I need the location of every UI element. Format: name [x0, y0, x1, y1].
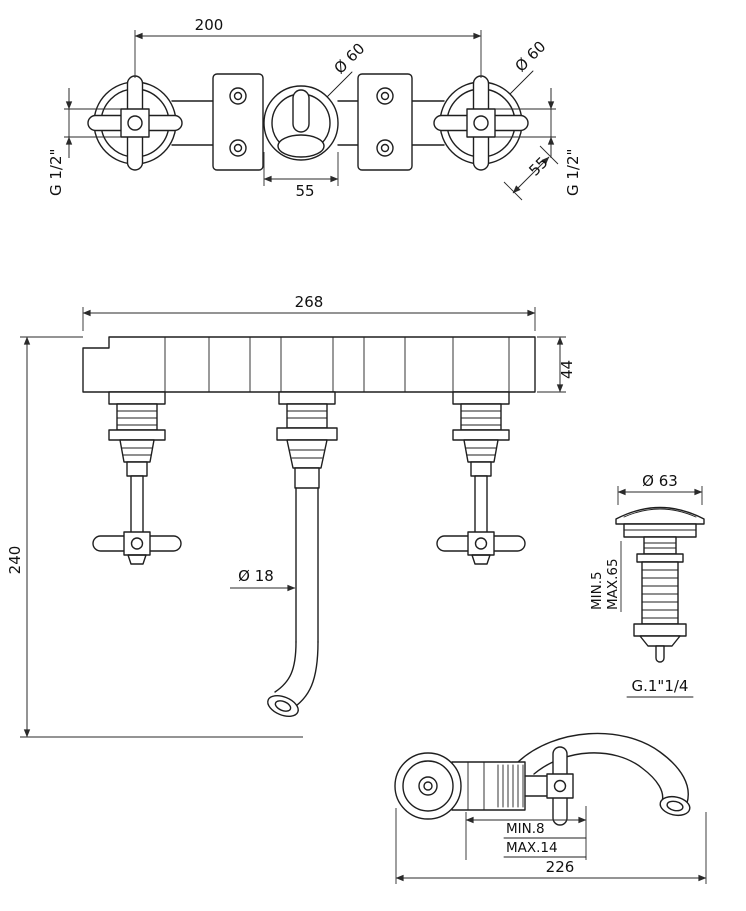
- dim-label-240: 240: [6, 546, 24, 575]
- dim-label-inlet-thread-right: G 1/2": [564, 149, 582, 196]
- spout-escutcheon: [263, 85, 339, 161]
- spout-side-view: MIN.8 MAX.14 226: [394, 732, 707, 884]
- mounting-plate-right: [357, 73, 413, 171]
- side-wall-flange: [394, 752, 462, 820]
- dim-label-200: 200: [195, 16, 224, 34]
- dim-spout-reach: 226: [395, 808, 707, 884]
- dim-label-63: Ø 63: [642, 472, 678, 490]
- left-cross-handle: [87, 75, 183, 171]
- dim-label-226: 226: [546, 858, 575, 876]
- dim-label-18: Ø 18: [238, 567, 274, 585]
- dim-label-drain-thread: G.1"1/4: [632, 677, 689, 695]
- front-view: 268 44 240 Ø 18: [6, 293, 576, 738]
- drain-cap: [615, 506, 705, 538]
- dim-label-min8: MIN.8: [506, 821, 545, 837]
- drain-body: [633, 536, 687, 663]
- dim-overall-width: 268: [82, 293, 536, 331]
- top-view: 200 Ø 60 Ø 60 55 55: [47, 16, 582, 201]
- dim-drain-cap-diameter: Ø 63: [617, 472, 703, 505]
- dim-spout-diameter: Ø 18: [230, 567, 296, 592]
- dim-hole-spacing: 200: [134, 16, 482, 78]
- dim-drain-thread: G.1"1/4: [626, 677, 694, 698]
- dim-label-max14: MAX.14: [506, 840, 558, 856]
- dim-inlet-thread-left: G 1/2": [47, 88, 121, 196]
- dim-wall-depth: MIN.8 MAX.14: [465, 806, 587, 860]
- side-valve-body: [451, 761, 549, 811]
- dim-body-height: 44: [537, 336, 576, 393]
- drain-detail: Ø 63 MIN.5 MAX.65 G.1"1/4: [589, 472, 705, 698]
- dim-drain-adjustment: MIN.5 MAX.65: [589, 541, 622, 612]
- dim-escutcheon-width: 55: [263, 152, 339, 200]
- dim-overall-height: 240: [6, 336, 303, 738]
- spout-tube: [267, 487, 319, 717]
- side-spout-tip: [659, 795, 691, 817]
- dim-label-268: 268: [295, 293, 324, 311]
- mixer-body: [82, 336, 536, 393]
- spout-column: [276, 391, 338, 489]
- dim-label-min5: MIN.5: [589, 571, 605, 610]
- wall-body: [171, 100, 445, 146]
- right-cross-handle: [433, 75, 529, 171]
- dim-label-44: 44: [558, 360, 576, 379]
- side-cross-handle: [546, 746, 574, 826]
- mounting-plate-left: [212, 73, 264, 171]
- dim-inlet-thread-right: G 1/2": [495, 88, 582, 196]
- dim-label-inlet-thread-left: G 1/2": [47, 149, 65, 196]
- dim-label-max65: MAX.65: [605, 558, 621, 610]
- dim-label-escutcheon-width: 55: [295, 182, 314, 200]
- spout-outlet-cap: [267, 695, 299, 717]
